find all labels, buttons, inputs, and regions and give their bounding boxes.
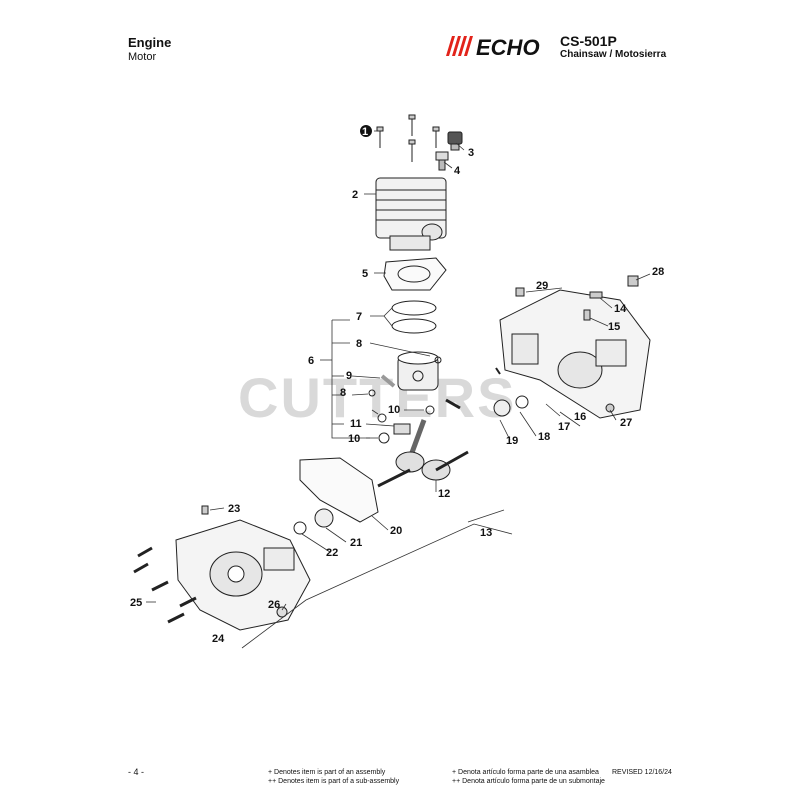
piston-pin-clip (368, 389, 376, 397)
note-assembly-es: + Denota artículo forma parte de una asa… (452, 769, 599, 776)
callout-24: 24 (212, 633, 225, 645)
callout-12: 12 (438, 488, 450, 500)
callout-6: 6 (308, 355, 314, 367)
bolt-29 (515, 287, 525, 297)
callout-26: 26 (268, 599, 280, 611)
model-number: CS-501P (560, 33, 617, 49)
callout-18: 18 (538, 431, 550, 443)
crankshaft (377, 419, 469, 488)
model-description: Chainsaw / Motosierra (560, 49, 667, 60)
callout-21: 21 (350, 537, 362, 549)
callout-20: 20 (390, 525, 402, 537)
callout-5: 5 (362, 268, 368, 280)
revision-date: REVISED 12/16/24 (612, 769, 672, 776)
piston-ring-2 (391, 318, 437, 334)
spark-plug (447, 131, 463, 151)
decompression-valve (435, 151, 449, 171)
section-subtitle: Motor (128, 51, 157, 63)
callout-16: 16 (574, 411, 586, 423)
callout-4: 4 (454, 165, 461, 177)
thrust-washer-upper (377, 413, 387, 423)
callout-14: 14 (614, 303, 627, 315)
callout-28: 28 (652, 266, 664, 278)
footer-notes-english: + Denotes item is part of an assembly ++… (268, 768, 399, 786)
piston-pin-clip-top (434, 356, 442, 364)
needle-bearing-washer (425, 405, 435, 415)
page-number: - 4 - (128, 767, 145, 777)
callout-22: 22 (326, 547, 338, 559)
note-assembly-en: + Denotes item is part of an assembly (268, 769, 386, 776)
page-header: Engine Motor (128, 35, 171, 64)
crankcase-left (175, 519, 311, 631)
screw-15 (583, 309, 591, 321)
thrust-washer-lower (378, 432, 390, 444)
callout-1-marker (360, 125, 372, 137)
footer-notes-spanish: + Denota artículo forma parte de una asa… (452, 768, 605, 786)
callout-29: 29 (536, 280, 548, 292)
callout-11: 11 (350, 418, 362, 430)
cylinder (375, 177, 447, 251)
dowel-pin-16 (445, 398, 461, 410)
piston-pin (380, 374, 396, 388)
crankcase-bolts (133, 546, 197, 624)
callout-27: 27 (620, 417, 632, 429)
callout-17: 17 (558, 421, 570, 433)
gasket-bore (397, 265, 431, 283)
note-subassembly-en: ++ Denotes item is part of a sub-assembl… (268, 778, 400, 785)
screw-14 (589, 291, 603, 299)
callout-9: 9 (346, 370, 352, 382)
crankcase-right (499, 289, 651, 419)
callout-7: 7 (356, 311, 362, 323)
plug-26 (276, 606, 288, 618)
callout-25: 25 (130, 597, 142, 609)
callout-10-upper: 10 (388, 404, 400, 416)
dowel-pin-17 (495, 367, 501, 375)
callout-15: 15 (608, 321, 620, 333)
leader-lines (146, 130, 651, 649)
ball-bearing-left (314, 508, 334, 528)
callout-23: 23 (228, 503, 240, 515)
note-subassembly-es: ++ Denota artículo forma parte de un sub… (452, 778, 605, 785)
oil-seal-right (515, 395, 529, 409)
section-title: Engine (128, 35, 172, 50)
model-block: CS-501P Chainsaw / Motosierra (560, 34, 666, 61)
callout-10-lower: 10 (348, 433, 360, 445)
echo-logo: ECHO (446, 35, 540, 58)
callout-19: 19 (506, 435, 518, 447)
callout-13: 13 (480, 527, 492, 539)
callout-8-upper: 8 (356, 338, 362, 350)
piston-ring-1 (391, 300, 437, 316)
callout-8-lower: 8 (340, 387, 346, 399)
crankcase-gasket (299, 457, 379, 523)
callout-1: 1 (362, 126, 368, 138)
plug-28 (627, 275, 639, 287)
piston (397, 351, 439, 391)
brand-text: ECHO (476, 35, 540, 58)
cylinder-gasket (383, 257, 447, 291)
watermark: CUTTERS (238, 366, 517, 429)
oil-seal-left (293, 521, 307, 535)
dowel-23 (201, 505, 209, 515)
callout-2: 2 (352, 189, 358, 201)
cylinder-bolts (376, 114, 440, 162)
needle-bearing (393, 423, 411, 435)
ball-bearing-right (493, 399, 511, 417)
callout-3: 3 (468, 147, 474, 159)
